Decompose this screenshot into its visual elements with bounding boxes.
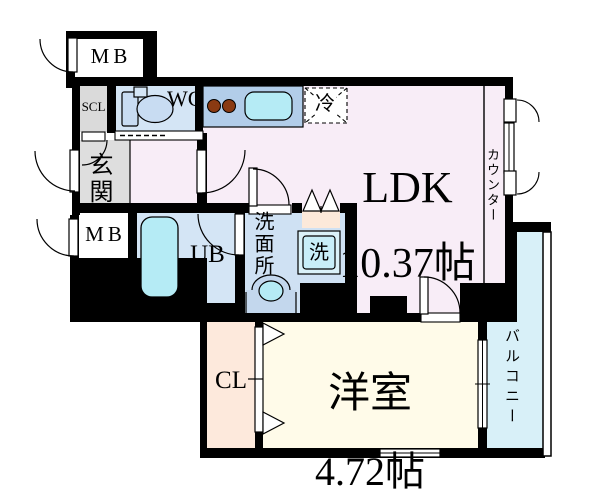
label-unit-bath: UB xyxy=(190,241,225,268)
wall-balcony-top xyxy=(505,222,551,232)
ldk-size: 10.37帖 xyxy=(339,241,476,287)
bifold-door xyxy=(302,188,340,213)
closet-floor xyxy=(207,322,255,448)
wall xyxy=(195,86,203,133)
slide-arrow-icon xyxy=(262,322,286,346)
wall xyxy=(107,86,116,133)
kitchen-sink-icon xyxy=(244,91,293,121)
washroom-door xyxy=(248,167,292,215)
wall xyxy=(505,232,517,322)
meter-box-top-floor xyxy=(75,39,143,77)
door-leaf xyxy=(69,149,80,193)
ldk-name: LDK xyxy=(362,163,453,212)
shoe-closet-floor xyxy=(80,86,107,132)
label-meter-box-bottom: MB xyxy=(85,222,126,246)
hall-ldk-door xyxy=(196,149,246,194)
wall xyxy=(345,203,357,322)
wall xyxy=(340,203,357,213)
washroom-entry-step xyxy=(302,211,340,228)
label-refrigerator: 冷 xyxy=(314,93,336,115)
doors-and-windows xyxy=(34,37,552,458)
western-room-floor xyxy=(263,322,478,448)
stove-burner-icon xyxy=(207,99,221,113)
bathtub-icon xyxy=(140,216,179,298)
door-leaf xyxy=(68,218,79,257)
stove-burner-icon xyxy=(222,99,236,113)
wall xyxy=(200,313,207,458)
western-room-size: 4.72帖 xyxy=(315,449,425,490)
label-western-room: 洋室 4.72帖 xyxy=(275,339,465,490)
label-washroom: 洗面所 xyxy=(251,211,273,277)
door-arc xyxy=(252,168,290,206)
wall xyxy=(72,203,250,213)
door-arc xyxy=(81,139,108,166)
wall xyxy=(478,428,487,448)
balcony-window xyxy=(475,339,490,429)
meter-box-bottom-door xyxy=(36,218,79,257)
door-arc xyxy=(423,276,461,314)
wall-pillar xyxy=(370,296,407,313)
wc-sliding-door xyxy=(114,130,204,141)
door-threshold xyxy=(420,312,461,323)
unit-bath-door xyxy=(197,213,245,256)
slide-arrow-icon xyxy=(262,411,286,435)
label-balcony: バルコニー xyxy=(503,328,519,428)
balcony-floor-upper xyxy=(517,232,543,322)
label-counter: カウンター xyxy=(485,148,500,223)
hallway-floor xyxy=(130,140,197,203)
shoe-closet-door xyxy=(81,131,108,166)
wall xyxy=(66,31,157,39)
label-ldk: LDK 10.37帖 xyxy=(325,133,490,318)
wall xyxy=(478,322,487,340)
wall-stub xyxy=(255,313,263,327)
door-leaf xyxy=(248,167,258,207)
meter-box-bottom-floor xyxy=(79,213,128,258)
toilet-icon xyxy=(121,86,174,127)
wall-stub xyxy=(255,432,263,448)
wall xyxy=(200,313,422,322)
door-arc xyxy=(197,213,240,256)
label-washing-machine: 洗 xyxy=(309,242,329,264)
door-leaf xyxy=(234,213,245,256)
wall xyxy=(128,213,137,258)
door-leaf xyxy=(196,149,207,194)
western-room-name: 洋室 xyxy=(327,371,412,417)
label-closet: CL xyxy=(215,367,247,394)
ldk-right-windows xyxy=(503,98,540,196)
door-arc xyxy=(39,38,74,73)
wall-right xyxy=(505,86,513,100)
casement-arc xyxy=(516,99,540,123)
washing-machine-icon xyxy=(297,230,341,275)
door-arc xyxy=(36,218,75,257)
closet-sliding-door xyxy=(248,322,286,435)
door-arc xyxy=(34,150,76,192)
wall xyxy=(235,203,245,322)
entrance-door xyxy=(34,149,80,193)
casement-arc xyxy=(516,171,540,195)
label-toilet-room: WC xyxy=(167,86,203,111)
label-entrance: 玄関 xyxy=(85,152,111,206)
label-shoe-closet: SCL xyxy=(81,99,106,114)
casement-window xyxy=(503,98,517,123)
wall xyxy=(143,31,157,86)
balcony-railing xyxy=(542,231,552,457)
washbasin-icon xyxy=(245,274,297,313)
bottom-window xyxy=(379,448,441,458)
door-arc xyxy=(201,149,246,194)
balcony-floor-lower xyxy=(487,322,543,448)
fixtures xyxy=(121,85,348,313)
door-threshold xyxy=(248,204,292,215)
label-meter-box-top: MB xyxy=(90,44,132,68)
casement-window xyxy=(503,170,517,196)
meter-box-top-door xyxy=(39,37,78,73)
wall-right xyxy=(505,194,513,222)
western-room-door xyxy=(419,276,461,323)
wall xyxy=(292,203,302,213)
wall-top xyxy=(66,77,513,86)
door-leaf xyxy=(81,131,106,142)
wall-bottom xyxy=(200,448,545,458)
